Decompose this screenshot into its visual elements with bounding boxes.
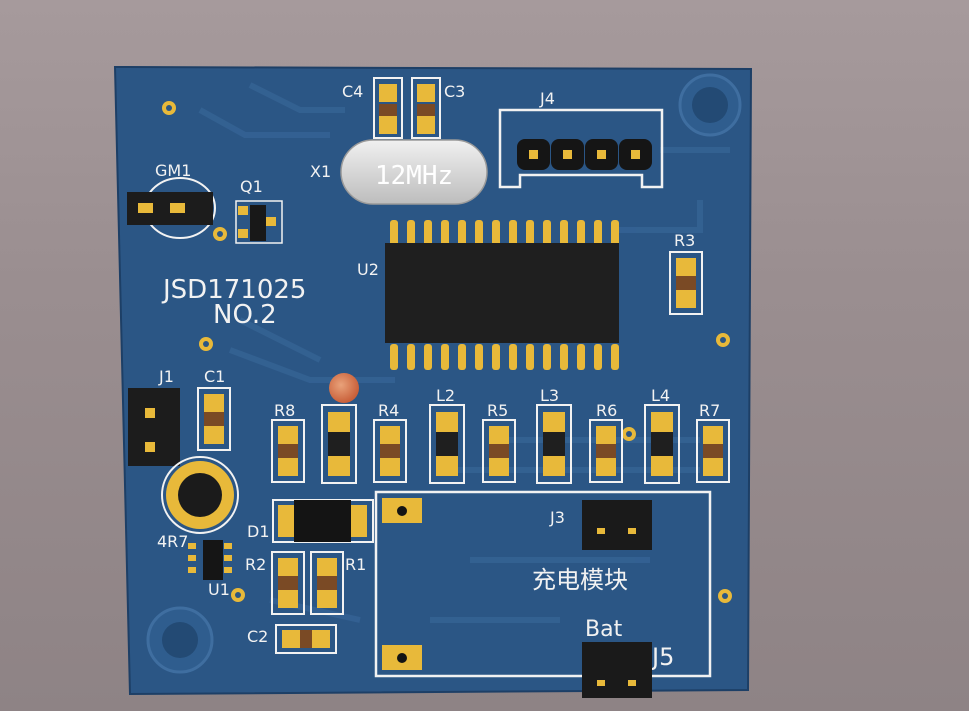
svg-text:C1: C1 (204, 367, 225, 386)
resistor-r8: R8 (271, 401, 305, 483)
svg-text:R6: R6 (596, 401, 617, 420)
svg-text:R2: R2 (245, 555, 266, 574)
charge-module-label: 充电模块 (532, 566, 628, 594)
board-name: JSD171025 (161, 275, 306, 305)
svg-text:C2: C2 (247, 627, 268, 646)
diode-d1: D1 (247, 499, 374, 543)
capacitor-c1: C1 (197, 367, 231, 451)
svg-text:X1: X1 (310, 162, 331, 181)
transistor-q1: Q1 (235, 177, 283, 244)
led-indicator (329, 373, 359, 403)
connector-j3: J3 (549, 500, 652, 550)
board-number: NO.2 (213, 300, 277, 330)
resistor-r6: R6 (589, 401, 623, 483)
crystal-frequency: 12MHz (375, 161, 453, 191)
charge-module: 充电模块 Bat (374, 490, 712, 678)
svg-text:L3: L3 (540, 386, 559, 405)
inductor-4r7: 4R7 (157, 456, 239, 551)
capacitor-c3: C3 (411, 77, 465, 139)
ic-u2-body (385, 243, 619, 343)
ic-u2: U2 (357, 220, 619, 370)
inductor-l1 (321, 404, 357, 484)
resistor-r3: R3 (669, 231, 703, 315)
ic-u2-pins-bottom (390, 344, 619, 370)
inductor-l4: L4 (644, 386, 680, 484)
bat-label: Bat (585, 617, 623, 642)
resistor-r4: R4 (373, 401, 407, 483)
svg-text:L4: L4 (651, 386, 670, 405)
svg-text:Q1: Q1 (240, 177, 263, 196)
svg-text:U1: U1 (208, 580, 230, 599)
inductor-l3: L3 (536, 386, 572, 484)
connector-j1: J1 (128, 367, 180, 466)
ic-u2-pins-top (390, 220, 619, 246)
svg-text:J4: J4 (539, 89, 555, 108)
svg-text:R3: R3 (674, 231, 695, 250)
svg-text:R1: R1 (345, 555, 366, 574)
capacitor-c2: C2 (247, 624, 337, 654)
svg-text:R8: R8 (274, 401, 295, 420)
crystal-x1: X1 12MHz (310, 139, 488, 205)
svg-text:J3: J3 (549, 508, 565, 527)
ic-u1: U1 (188, 540, 232, 599)
inductor-l2: L2 (429, 386, 465, 484)
resistor-r7: R7 (696, 401, 730, 483)
sensor-gm1: GM1 (127, 161, 216, 239)
svg-text:D1: D1 (247, 522, 270, 541)
resistor-r2: R2 (245, 551, 305, 615)
vias (162, 101, 732, 603)
svg-text:U2: U2 (357, 260, 379, 279)
svg-text:R4: R4 (378, 401, 399, 420)
connector-j5: J5 (582, 642, 674, 698)
connector-j4: J4 (498, 89, 664, 189)
svg-text:4R7: 4R7 (157, 532, 188, 551)
svg-text:J5: J5 (650, 643, 674, 671)
capacitor-c4: C4 (342, 77, 403, 139)
svg-text:L2: L2 (436, 386, 455, 405)
svg-text:GM1: GM1 (155, 161, 191, 180)
resistor-r1: R1 (310, 551, 366, 615)
svg-text:J1: J1 (158, 367, 174, 386)
svg-text:C3: C3 (444, 82, 465, 101)
resistor-r5: R5 (482, 401, 516, 483)
svg-text:R5: R5 (487, 401, 508, 420)
svg-text:R7: R7 (699, 401, 720, 420)
svg-text:C4: C4 (342, 82, 363, 101)
